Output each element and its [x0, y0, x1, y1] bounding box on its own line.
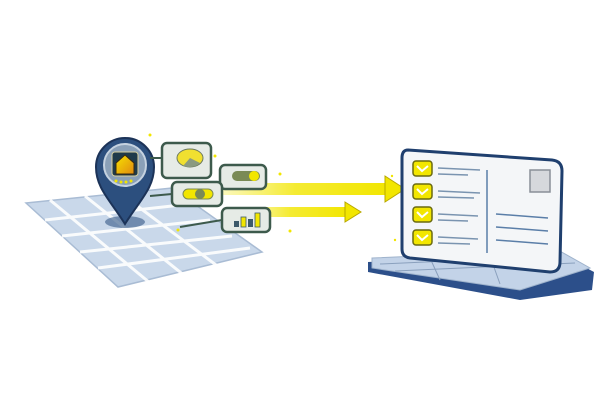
arrow-lower-head — [344, 201, 362, 223]
checklist-item — [412, 183, 481, 200]
map — [24, 187, 264, 288]
toggle-card-lower — [170, 180, 224, 208]
stamp — [529, 169, 551, 193]
checklist-item — [412, 160, 481, 177]
bar-chart-card — [220, 206, 272, 234]
checklist — [412, 160, 481, 246]
checkmark-icon — [416, 234, 429, 242]
address-lines — [495, 213, 549, 245]
postcard-checklist — [400, 148, 564, 274]
pie-chart-card — [160, 141, 213, 180]
checklist-item — [412, 229, 479, 246]
house-icon — [115, 154, 135, 175]
bar-chart-icon — [234, 212, 261, 228]
checklist-item — [412, 206, 479, 223]
checkmark-icon — [416, 165, 429, 173]
toggle-card-upper — [218, 163, 268, 191]
checkmark-icon — [416, 188, 429, 196]
data-cards — [149, 141, 272, 234]
checkmark-icon — [416, 211, 429, 219]
beam-lower — [230, 207, 350, 217]
location-pin — [94, 137, 156, 226]
arrow-upper-head — [384, 175, 406, 203]
